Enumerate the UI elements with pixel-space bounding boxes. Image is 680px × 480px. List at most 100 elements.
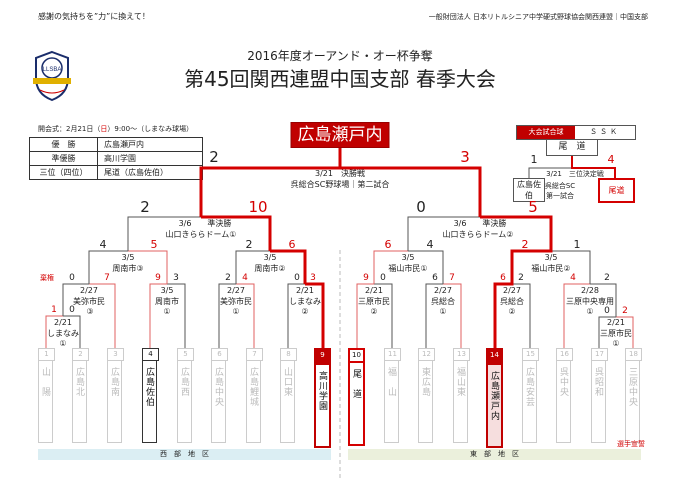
game-b-number: ③: [86, 307, 94, 316]
game-g-venue: 周南市②: [254, 264, 286, 273]
game-b-score-left: 0: [69, 273, 75, 283]
game-h-score-left: 9: [363, 273, 369, 283]
game-f-number: ②: [301, 307, 309, 316]
line-h-right: [374, 283, 393, 348]
line-m-right: [616, 316, 634, 348]
player-oath-label: 選手宣誓: [617, 440, 645, 448]
region-west: 西 部 地 区: [38, 449, 331, 460]
game-n-score-left: 2: [521, 238, 529, 251]
line-c-left: [149, 283, 167, 348]
game-i-date: 2/27: [434, 286, 452, 295]
team-number: 4: [142, 348, 159, 361]
final-venue: 呉総合SC野球場｜第二試合: [290, 180, 390, 189]
team-name: 高川学園: [314, 363, 331, 448]
team-name: 広島西: [177, 361, 192, 443]
semi-west-venue: 山口きららドーム①: [165, 230, 237, 239]
line-a-right: [63, 315, 81, 348]
third-match: 第一試合: [546, 192, 574, 200]
final-score-left: 2: [209, 148, 219, 166]
team-number: 12: [418, 348, 435, 361]
game-g-date: 3/5: [263, 253, 277, 262]
game-i-number: ①: [439, 307, 447, 316]
game-k-date: 2/27: [503, 286, 521, 295]
game-d-score-right: 5: [150, 238, 158, 251]
official-ball-label: 大会試合球: [517, 126, 575, 139]
line-n-right: [551, 250, 591, 284]
third-team-left: 広島佐伯: [513, 178, 545, 202]
team-name: 尾 道: [348, 363, 365, 446]
team-number: 9: [314, 348, 331, 363]
line-g-left: [235, 250, 270, 284]
game-n-score-right: 1: [573, 238, 581, 251]
line-final: [199, 148, 482, 217]
semi-west-score-right: 10: [248, 198, 268, 216]
organization: 一般財団法人 日本リトルシニア中学硬式野球協会関西連盟｜中国支部: [428, 13, 648, 21]
team-number: 16: [556, 348, 573, 361]
game-k-venue: 呉総合: [500, 297, 524, 306]
line-b-right: [89, 283, 116, 348]
final-score-right: 3: [460, 148, 470, 166]
game-h-number: ②: [370, 307, 378, 316]
team-number: 17: [591, 348, 608, 361]
team-name: 広島鯉城: [246, 361, 261, 443]
team-name: 山 陽: [38, 361, 53, 443]
team-number: 18: [625, 348, 642, 361]
forfeit-label: 棄権: [40, 274, 54, 282]
game-c-venue: 周南市: [155, 297, 179, 306]
title-sub: 2016年度オーアンド・オー杯争奪: [247, 49, 433, 63]
line-h-left: [356, 283, 374, 348]
team-name: 福山東: [453, 361, 468, 443]
game-i-venue: 呉総合: [431, 297, 455, 306]
line-i-right: [443, 283, 462, 348]
region-east: 東 部 地 区: [348, 449, 641, 460]
game-n-venue: 福山市民②: [531, 264, 571, 273]
game-f-venue: しまなみ: [289, 297, 321, 306]
line-k-right: [512, 283, 531, 348]
game-j-venue: 福山市民①: [388, 264, 428, 273]
game-l-date: 2/28: [581, 286, 599, 295]
third-place-winner-box: 尾 道: [546, 139, 598, 156]
third-score-left: 1: [530, 153, 538, 166]
team-name: 福 山: [384, 361, 399, 443]
game-n-date: 3/5: [544, 253, 558, 262]
game-a-venue: しまなみ: [47, 329, 79, 338]
game-e-score-right: 4: [242, 273, 248, 283]
results-table: 優 勝広島瀬戸内 準優勝高川学園 三位（四位）尾道（広島佐伯）: [29, 137, 203, 180]
game-f-score-left: 0: [294, 273, 300, 283]
game-c-number: ①: [163, 307, 171, 316]
line-c-right: [167, 283, 186, 348]
team-number: 8: [280, 348, 297, 361]
team-name: 東広島: [418, 361, 433, 443]
line-i-left: [425, 283, 443, 348]
team-number: 15: [522, 348, 539, 361]
team-number: 10: [348, 348, 365, 363]
game-h-date: 2/21: [365, 286, 383, 295]
game-f-date: 2/21: [296, 286, 314, 295]
opening-day: 日: [100, 125, 108, 133]
opening-venue: ）9:00～（しまなみ球場）: [107, 125, 194, 133]
game-m-score-right: 2: [622, 306, 628, 316]
game-e-number: ①: [232, 307, 240, 316]
game-e-date: 2/27: [227, 286, 245, 295]
line-b-left: [62, 283, 89, 316]
team-number: 3: [107, 348, 124, 361]
team-name: 広島佐伯: [142, 361, 157, 443]
team-name: 広島北: [72, 361, 87, 443]
semi-west-score-left: 2: [140, 198, 150, 216]
third-date: 3/21 三位決定戦: [546, 170, 604, 178]
team-number: 5: [177, 348, 194, 361]
team-name: 山口東: [280, 361, 295, 443]
game-d-score-left: 4: [99, 238, 107, 251]
game-a-date: 2/21: [54, 318, 72, 327]
game-f-score-right: 3: [310, 273, 316, 283]
